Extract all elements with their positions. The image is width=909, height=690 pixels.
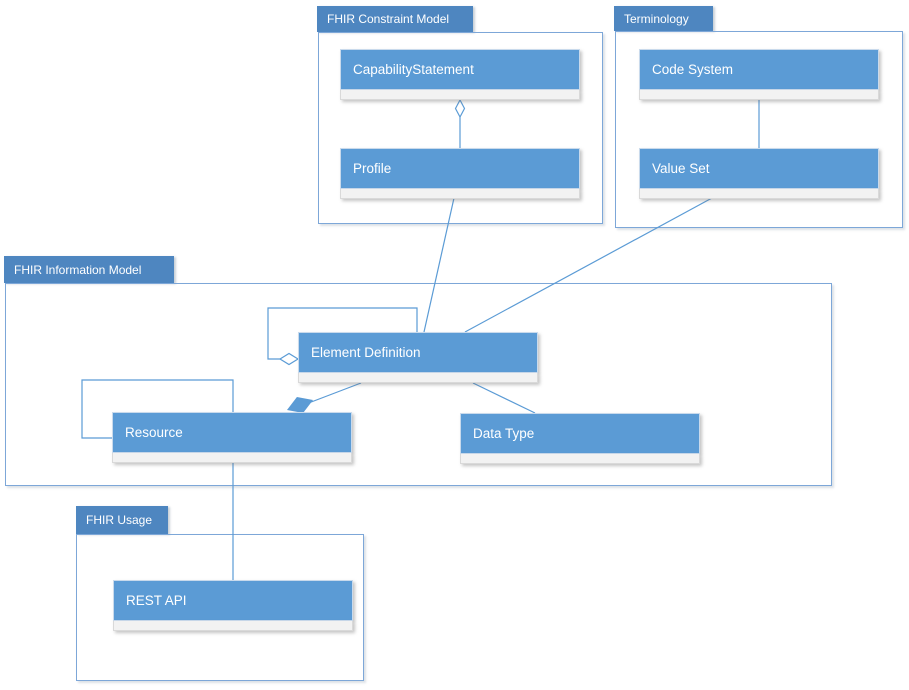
class-label-profile: Profile xyxy=(340,148,580,189)
class-label-element-definition: Element Definition xyxy=(298,332,538,373)
class-code-system: Code System xyxy=(639,49,879,100)
connector-elementdefinition-self-loop xyxy=(267,307,418,360)
class-label-value-set: Value Set xyxy=(639,148,879,189)
connector-elementdefinition-resource xyxy=(305,382,362,405)
class-compartment xyxy=(340,189,580,199)
connector-resource-self-loop xyxy=(81,379,234,439)
package-tab-fhir-usage: FHIR Usage xyxy=(76,506,168,534)
aggregation-diamond-elementdefinition xyxy=(278,352,300,366)
package-label: FHIR Information Model xyxy=(14,262,142,277)
class-rest-api: REST API xyxy=(113,580,353,631)
package-body-fhir-usage xyxy=(76,534,364,681)
class-resource: Resource xyxy=(112,412,352,463)
class-compartment xyxy=(112,453,352,463)
connector-elementdefinition-datatype xyxy=(472,382,536,414)
package-body-terminology xyxy=(615,31,903,228)
package-tab-fhir-constraint-model: FHIR Constraint Model xyxy=(317,6,473,32)
class-compartment xyxy=(113,621,353,631)
connector-valueset-elementdefinition xyxy=(464,197,713,333)
aggregation-diamond-capabilitystatement xyxy=(454,98,466,119)
package-label: FHIR Constraint Model xyxy=(327,12,450,26)
composition-diamond-resource xyxy=(286,396,314,414)
class-label-resource: Resource xyxy=(112,412,352,453)
package-tab-fhir-information-model: FHIR Information Model xyxy=(4,256,174,283)
class-capability-statement: CapabilityStatement xyxy=(340,49,580,100)
class-data-type: Data Type xyxy=(460,413,700,464)
connector-profile-elementdefinition xyxy=(423,197,455,333)
class-element-definition: Element Definition xyxy=(298,332,538,383)
class-label-data-type: Data Type xyxy=(460,413,700,454)
class-profile: Profile xyxy=(340,148,580,199)
package-label: Terminology xyxy=(624,11,689,26)
class-label-capability-statement: CapabilityStatement xyxy=(340,49,580,90)
package-label: FHIR Usage xyxy=(86,513,153,527)
class-compartment xyxy=(340,90,580,100)
class-label-code-system: Code System xyxy=(639,49,879,90)
package-body-fhir-information-model xyxy=(5,283,832,486)
class-compartment xyxy=(460,454,700,464)
package-body-fhir-constraint-model xyxy=(318,32,603,224)
class-value-set: Value Set xyxy=(639,148,879,199)
class-compartment xyxy=(639,90,879,100)
class-compartment xyxy=(298,373,538,383)
class-compartment xyxy=(639,189,879,199)
class-label-rest-api: REST API xyxy=(113,580,353,621)
package-tab-terminology: Terminology xyxy=(614,6,713,31)
